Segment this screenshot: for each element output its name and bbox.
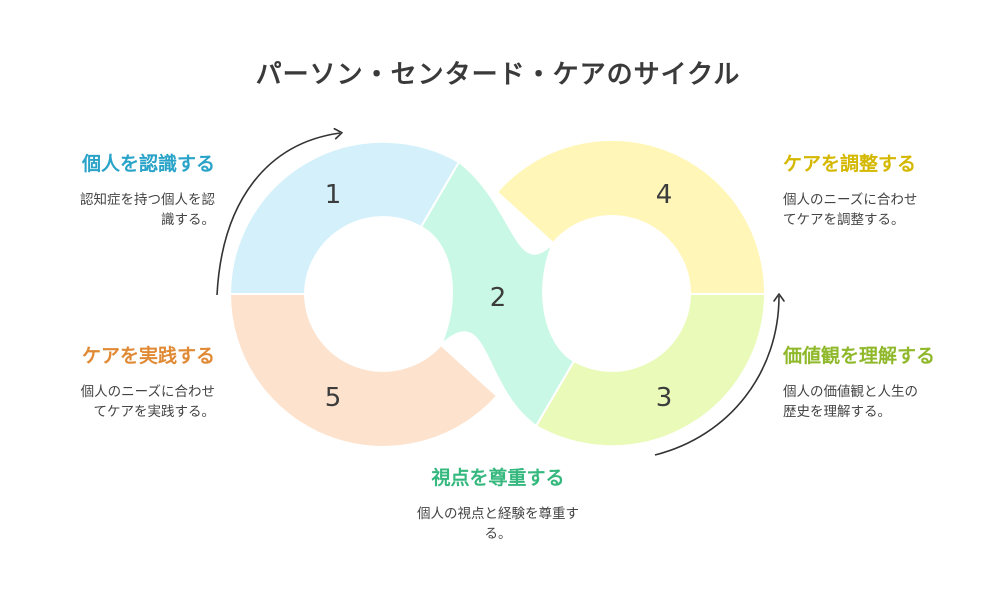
step-1-desc: 認知症を持つ個人を認 識する。 [80,192,215,228]
step-1-heading: 個人を認識する [81,153,215,175]
segment-understand [534,293,767,448]
step-number-1: 1 [325,180,342,210]
step-3-heading: 価値観を理解する [783,345,936,367]
step-5-desc: 個人のニーズに合わせ てケアを実践する。 [80,384,215,420]
step-number-4: 4 [656,180,673,210]
arrow-left-curve [216,127,343,296]
page-title: パーソン・センタード・ケアのサイクル [255,60,741,90]
step-number-5: 5 [325,383,342,413]
step-number-2: 2 [490,283,507,313]
segment-adjust [495,138,767,295]
segment-respect [419,160,576,428]
step-2-block: 視点を尊重する 個人の視点と経験を尊重す る。 [348,463,648,544]
step-4-heading: ケアを調整する [783,153,917,175]
arrow-right-curve [654,293,785,456]
step-3-desc: 個人の価値観と人生の 歴史を理解する。 [783,384,918,420]
step-5-block: ケアを実践する 個人のニーズに合わせ てケアを実践する。 [81,341,215,422]
segment-recognize [228,140,461,295]
step-3-block: 価値観を理解する 個人の価値観と人生の 歴史を理解する。 [783,341,935,422]
step-2-desc: 個人の視点と経験を尊重す る。 [417,506,579,542]
step-4-desc: 個人のニーズに合わせ てケアを調整する。 [783,192,918,228]
step-5-heading: ケアを実践する [81,345,215,367]
step-1-block: 個人を認識する 認知症を持つ個人を認 識する。 [80,149,215,230]
step-2-heading: 視点を尊重する [431,467,565,489]
step-number-3: 3 [656,383,673,413]
step-4-block: ケアを調整する 個人のニーズに合わせ てケアを調整する。 [783,149,917,230]
segment-practice [228,293,499,448]
